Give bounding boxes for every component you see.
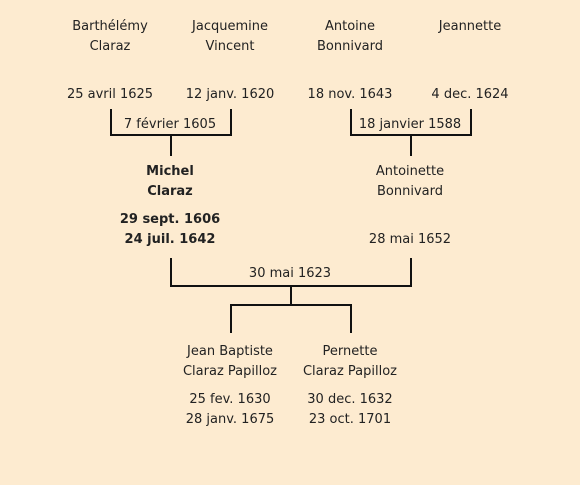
person-jeannette: Jeannette (400, 17, 540, 37)
birth-date: 25 fev. 1630 (189, 392, 271, 407)
first-name: Barthélémy (72, 19, 148, 34)
connector-line (230, 109, 232, 135)
connector-line (230, 304, 352, 306)
last-name: Claraz (147, 184, 193, 199)
first-name: Michel (146, 164, 194, 179)
death-date: 28 janv. 1675 (185, 412, 275, 427)
person-antoine-bonnivard: Antoine Bonnivard (280, 17, 420, 57)
dates-pernette: 30 dec. 1632 23 oct. 1701 (280, 390, 420, 430)
date-barthelemy: 25 avril 1625 (66, 87, 154, 102)
last-name: Bonnivard (377, 184, 443, 199)
connector-line (350, 109, 352, 135)
connector-line (410, 258, 412, 286)
marriage-date-maternal: 18 janvier 1588 (358, 117, 462, 132)
connector-line (230, 305, 232, 333)
dates-michel: 29 sept. 1606 24 juil. 1642 (100, 210, 240, 250)
dates-jean-baptiste: 25 fev. 1630 28 janv. 1675 (160, 390, 300, 430)
connector-line (110, 109, 112, 135)
first-name: Pernette (322, 344, 378, 359)
date-jacquemine: 12 janv. 1620 (185, 87, 275, 102)
death-date: 24 juil. 1642 (124, 232, 216, 247)
date-jeannette: 4 dec. 1624 (431, 87, 509, 102)
birth-date: 29 sept. 1606 (119, 212, 221, 227)
death-date: 23 oct. 1701 (308, 412, 392, 427)
person-jacquemine-vincent: Jacquemine Vincent (160, 17, 300, 57)
connector-line (410, 135, 412, 156)
death-date-antoinette: 28 mai 1652 (368, 232, 452, 247)
person-jean-baptiste: Jean Baptiste Claraz Papilloz (160, 342, 300, 382)
person-antoinette-bonnivard: Antoinette Bonnivard (340, 162, 480, 202)
marriage-date-parents: 30 mai 1623 (248, 266, 332, 281)
first-name: Antoine (324, 19, 376, 34)
last-name: Claraz Papilloz (302, 364, 397, 379)
marriage-date-paternal: 7 février 1605 (123, 117, 217, 132)
first-name: Jean Baptiste (187, 344, 273, 359)
date-antoine: 18 nov. 1643 (307, 87, 393, 102)
birth-date: 30 dec. 1632 (307, 392, 393, 407)
connector-line (470, 109, 472, 135)
connector-line (350, 305, 352, 333)
first-name: Jacquemine (192, 19, 268, 34)
last-name: Bonnivard (317, 39, 383, 54)
first-name: Antoinette (375, 164, 445, 179)
last-name: Vincent (205, 39, 255, 54)
person-michel-claraz: Michel Claraz (100, 162, 240, 202)
person-pernette: Pernette Claraz Papilloz (280, 342, 420, 382)
person-barthelemy-claraz: Barthélémy Claraz (40, 17, 180, 57)
connector-line (170, 135, 172, 156)
connector-line (170, 258, 172, 286)
first-name: Jeannette (438, 19, 502, 34)
last-name: Claraz Papilloz (182, 364, 277, 379)
connector-line (290, 286, 292, 305)
last-name: Claraz (89, 39, 131, 54)
